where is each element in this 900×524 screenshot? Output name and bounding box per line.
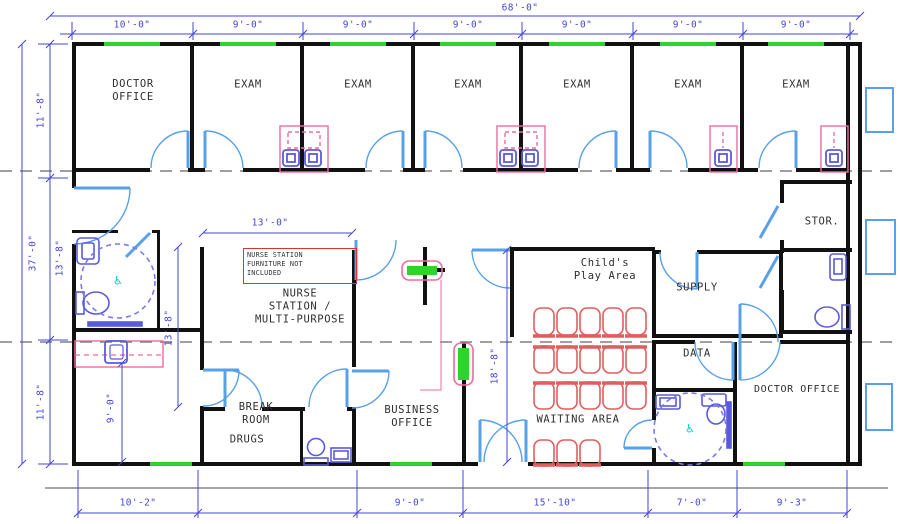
dim-left-2: 13'-8" bbox=[54, 239, 66, 277]
room-label-exam-1: EXAM bbox=[234, 78, 262, 91]
dim-nurse-height: 13'-8" bbox=[163, 309, 175, 347]
exam-sinks bbox=[282, 149, 843, 167]
break-room-counter bbox=[74, 340, 164, 368]
dim-left-total: 37'-0" bbox=[27, 234, 39, 272]
restroom-left-fixtures bbox=[75, 237, 156, 327]
dim-top-1: 10'-0" bbox=[113, 19, 151, 31]
walls bbox=[72, 42, 862, 466]
room-label-exam-6: EXAM bbox=[782, 78, 810, 91]
exam-casework bbox=[279, 125, 849, 173]
dim-top-5: 9'-0" bbox=[561, 19, 593, 31]
dim-bottom-5: 9'-3" bbox=[776, 497, 808, 509]
workstation-symbol bbox=[303, 437, 352, 466]
room-label-data: DATA bbox=[683, 347, 711, 360]
dimension-lines bbox=[17, 11, 865, 518]
room-label-exam-3: EXAM bbox=[454, 78, 482, 91]
wheelchair-icon: ♿ bbox=[114, 273, 122, 289]
dim-bottom-3: 15'-10" bbox=[533, 497, 577, 509]
dim-top-4: 9'-0" bbox=[452, 19, 484, 31]
reception-counters bbox=[401, 260, 474, 391]
dim-top-total: 68'-0" bbox=[501, 2, 539, 14]
dim-waiting-height: 18'-8" bbox=[489, 347, 501, 385]
dim-bottom-4: 7'-0" bbox=[676, 497, 708, 509]
nurse-station-note: NURSE STATION FURNITURE NOT INCLUDED bbox=[243, 248, 357, 284]
reference-lines bbox=[0, 170, 900, 343]
room-label-supply: SUPPLY bbox=[676, 281, 718, 294]
window-strips bbox=[104, 42, 824, 466]
room-label-nurse-station: NURSE STATION / MULTI-PURPOSE bbox=[255, 287, 345, 326]
dim-top-7: 9'-0" bbox=[780, 19, 812, 31]
room-label-drugs: DRUGS bbox=[229, 433, 265, 446]
exterior-window-units bbox=[865, 87, 896, 431]
dim-top-6: 9'-0" bbox=[672, 19, 704, 31]
dim-top-3: 9'-0" bbox=[342, 19, 374, 31]
waiting-area-chairs bbox=[533, 307, 647, 467]
dim-bottom-1: 10'-2" bbox=[119, 497, 157, 509]
room-label-exam-4: EXAM bbox=[563, 78, 591, 91]
dim-bottom-2: 9'-0" bbox=[394, 497, 426, 509]
room-label-doctor-office-br: DOCTOR OFFICE bbox=[753, 383, 841, 395]
wheelchair-icon: ♿ bbox=[686, 421, 694, 437]
dim-nurse-width: 13'-0" bbox=[251, 217, 289, 229]
dim-break-height: 9'-0" bbox=[105, 392, 117, 424]
restroom-upper-right-fixtures bbox=[814, 253, 851, 330]
dim-left-1: 11'-8" bbox=[35, 91, 47, 129]
room-label-childs-play: Child's Play Area bbox=[573, 256, 637, 282]
doors bbox=[73, 130, 798, 463]
room-label-exam-5: EXAM bbox=[674, 78, 702, 91]
room-label-business: BUSINESS OFFICE bbox=[384, 403, 440, 429]
room-label-waiting: WAITING AREA bbox=[536, 413, 620, 426]
dim-left-3: 11'-8" bbox=[35, 383, 47, 421]
dim-top-2: 9'-0" bbox=[232, 19, 264, 31]
room-label-break-room: BREAK ROOM bbox=[238, 400, 274, 426]
restroom-right-fixtures bbox=[653, 392, 732, 466]
room-label-doctor-office-top: DOCTOR OFFICE bbox=[112, 77, 154, 103]
room-label-stor: STOR. bbox=[804, 215, 840, 228]
room-label-exam-2: EXAM bbox=[344, 78, 372, 91]
